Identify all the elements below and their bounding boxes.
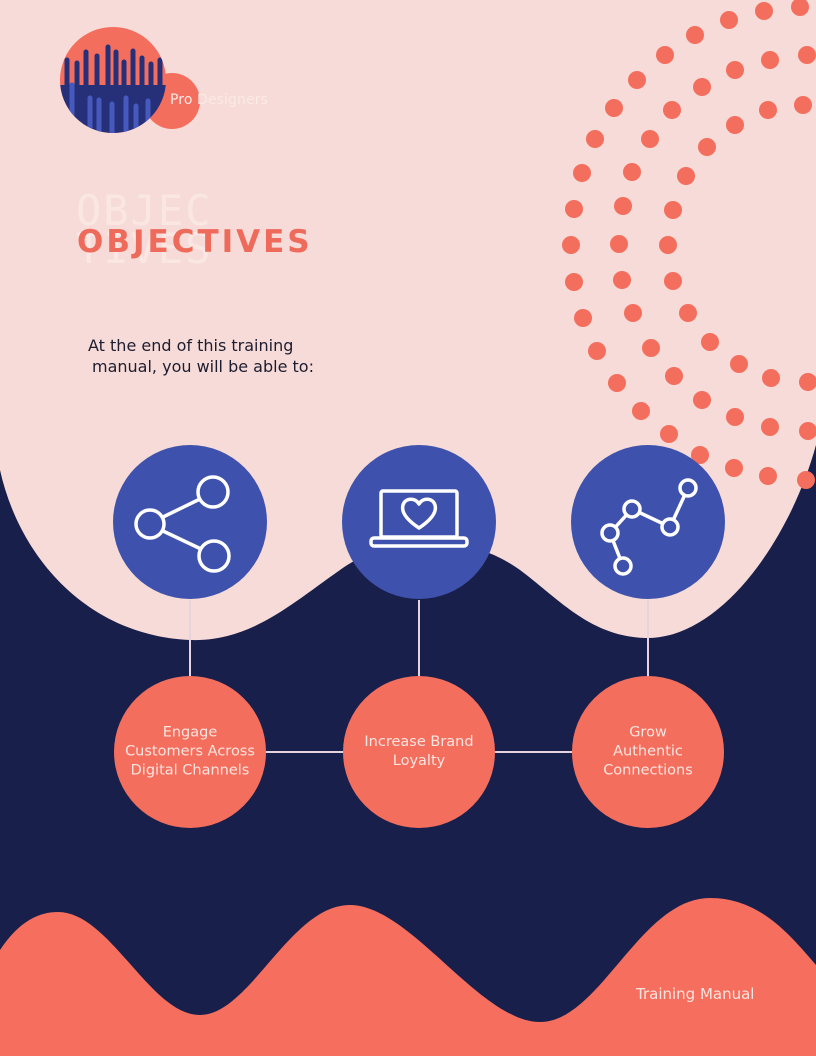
objective-label-engage: Engage Customers Across Digital Channels <box>125 724 255 779</box>
intro-line-2: manual, you will be able to: <box>92 357 314 376</box>
intro-text: At the end of this training manual, you … <box>88 335 348 377</box>
heading-ghost-text: OBJEC TIVES <box>76 186 336 273</box>
objective-label-loyalty: Increase Brand Loyalty <box>364 734 474 769</box>
coral-wave <box>0 898 816 1056</box>
page-title: OBJECTIVES <box>77 224 313 260</box>
laptop-heart-icon <box>369 489 469 548</box>
objective-icon-circles <box>113 445 725 599</box>
ghost-line-2: TIVES <box>76 224 213 273</box>
brand-name: Pro Designers <box>170 92 268 108</box>
intro-line-1: At the end of this training <box>88 336 294 355</box>
footer-label: Training Manual <box>636 985 755 1003</box>
objective-label-circles <box>114 676 724 828</box>
ghost-line-1: OBJEC <box>76 186 213 235</box>
dotted-arc-decoration <box>562 0 816 489</box>
line-graph-icon <box>600 478 698 576</box>
objective-label-grow: Grow Authentic Connections <box>603 724 693 779</box>
share-icon <box>134 475 231 573</box>
logo-icon <box>60 27 200 133</box>
